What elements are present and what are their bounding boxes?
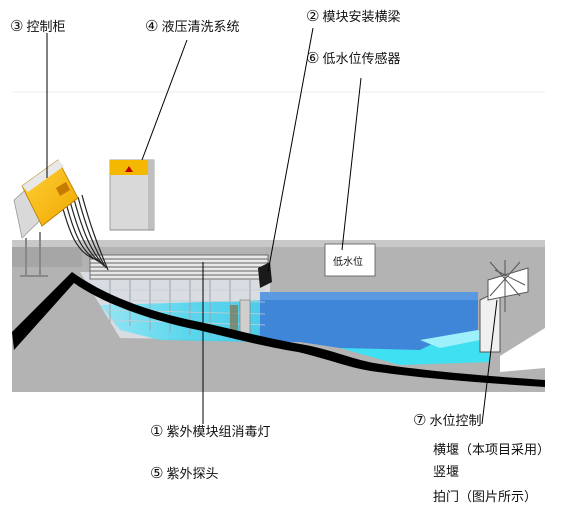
- label-number: ⑤: [150, 464, 164, 482]
- control-cabinet: [13, 159, 79, 277]
- uv-lamp-module: [89, 254, 269, 340]
- label-text: 液压清洗系统: [161, 20, 240, 35]
- label-text: 控制柜: [26, 20, 66, 35]
- label-weir-horizontal: 横堰（本项目采用）: [433, 443, 551, 458]
- label-number: ②: [306, 7, 320, 25]
- label-text: 紫外探头: [166, 467, 219, 482]
- label-weir-vertical: 竖堰: [433, 465, 460, 480]
- label-text: 模块安装横梁: [322, 10, 401, 25]
- water-cyan-step: [340, 340, 490, 365]
- channel-top-edge: [12, 240, 545, 247]
- water-surface: [260, 292, 478, 300]
- label-number: ⑦: [413, 411, 427, 429]
- flap-gate: [479, 260, 529, 353]
- hydraulic-cabinet: [109, 159, 155, 231]
- label-number: ④: [145, 17, 159, 35]
- label-number: ⑥: [306, 49, 320, 67]
- label-text: 紫外模块组消毒灯: [166, 425, 271, 440]
- leader-lines: [46, 27, 498, 425]
- label-low-water-tag: 低水位: [333, 257, 363, 268]
- label-flap-gate: 拍门（图片所示）: [433, 490, 538, 505]
- water-deep: [260, 292, 478, 362]
- low-water-tag-box: [324, 243, 376, 277]
- left-walkway: [12, 247, 82, 267]
- label-text: 低水位传感器: [322, 52, 401, 67]
- label-text: 水位控制: [429, 414, 482, 429]
- channel-bottom-line: [12, 272, 545, 387]
- label-number: ①: [150, 422, 164, 440]
- label-number: ③: [10, 17, 24, 35]
- cable-bundle: [61, 194, 109, 271]
- water-cyan-highlight: [420, 330, 490, 348]
